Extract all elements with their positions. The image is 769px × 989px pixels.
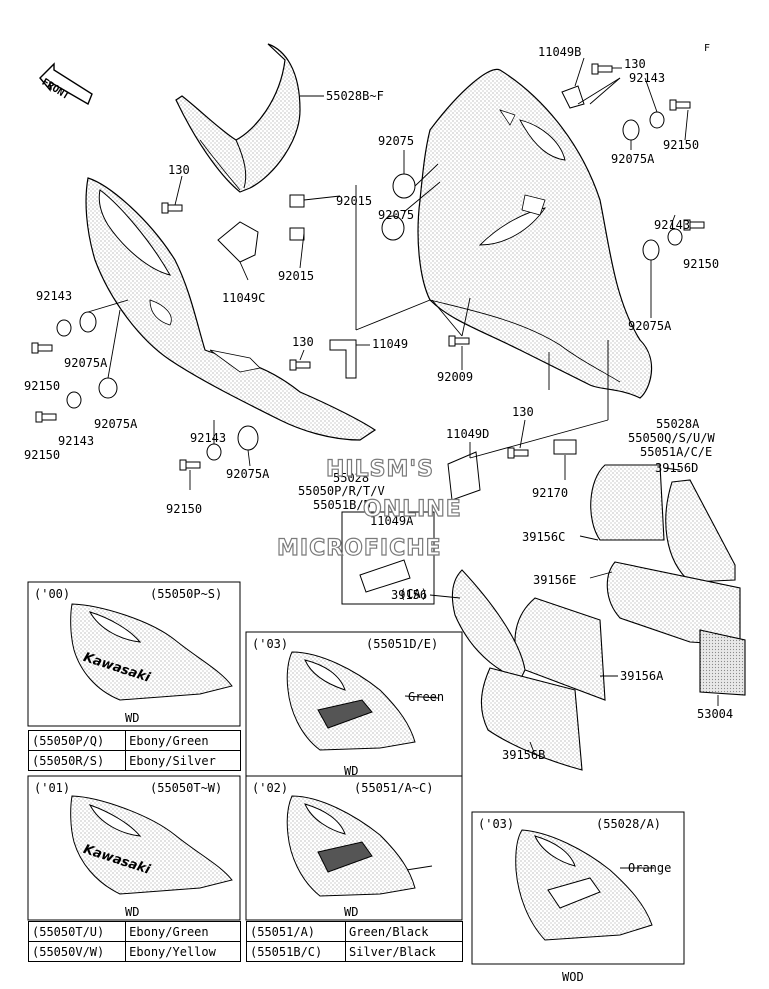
part-label-92150: 92150 — [683, 257, 720, 271]
insulator-pads — [451, 464, 746, 771]
hardware-parts — [31, 63, 705, 593]
variant-note: Orange — [628, 861, 672, 875]
color-name: Green/Black — [344, 921, 464, 942]
watermark-line-1: HILSM'S — [325, 456, 434, 482]
part-label-39156: 39156 — [391, 588, 428, 602]
part-label-11049d: 11049D — [446, 427, 490, 441]
variant-year: ('00) — [34, 587, 71, 601]
variant-thumbnails — [70, 603, 653, 941]
variant-year: ('03) — [478, 817, 515, 831]
variant-code: (55051/A~C) — [354, 781, 434, 795]
part-label-92075a: 92075A — [226, 467, 270, 481]
part-label-55028: 55028 — [333, 471, 370, 485]
color-code: (55050P/Q) — [27, 730, 127, 751]
part-label-53004: 53004 — [697, 707, 734, 721]
color-name: Ebony/Yellow — [125, 941, 241, 962]
table-row: (55050R/S)Ebony/Silver — [27, 750, 241, 771]
table-row: (55050P/Q)Ebony/Green — [27, 730, 241, 751]
color-code: (55050T/U) — [27, 921, 127, 942]
part-label-92075a: 92075A — [64, 356, 108, 370]
part-label-92170: 92170 — [532, 486, 569, 500]
variant-footer: WD — [125, 711, 140, 725]
ca-label: (CA) — [399, 587, 428, 601]
front-arrow-icon — [39, 62, 93, 106]
variant-year: ('02) — [252, 781, 289, 795]
part-label-130: 130 — [624, 57, 646, 71]
variant-frames — [27, 581, 685, 965]
color-table-00: (55050P/Q)Ebony/Green (55050R/S)Ebony/Si… — [27, 730, 241, 771]
variant-year: ('01) — [34, 781, 71, 795]
variant-code: (55051D/E) — [366, 637, 439, 651]
color-table-01: (55050T/U)Ebony/Green (55050V/W)Ebony/Ye… — [27, 921, 241, 962]
part-label-92075a: 92075A — [628, 319, 672, 333]
ca-inset-box — [341, 511, 435, 605]
part-label-92143: 92143 — [654, 218, 691, 232]
part-label-11049c: 11049C — [222, 291, 266, 305]
part-label-92143: 92143 — [36, 289, 73, 303]
variant-note: Green — [408, 690, 445, 704]
part-label-39156c: 39156C — [522, 530, 566, 544]
part-label-55051a-c-e: 55051A/C/E — [640, 445, 713, 459]
part-label-55050p-r-t-v: 55050P/R/T/V — [298, 484, 385, 498]
watermark-line-3: MICROFICHE — [276, 535, 442, 561]
part-label-92150: 92150 — [24, 448, 61, 462]
part-label-55028b-f: 55028B~F — [326, 89, 384, 103]
part-label-92075a: 92075A — [611, 152, 655, 166]
table-row: (55050V/W)Ebony/Yellow — [27, 941, 241, 962]
part-label-11049: 11049 — [372, 337, 409, 351]
part-label-11049a: 11049A — [370, 514, 414, 528]
right-inner-fairing-part — [417, 68, 653, 399]
part-label-92075a: 92075A — [94, 417, 138, 431]
color-code: (55050R/S) — [27, 750, 127, 771]
part-label-55051b-d: 55051B/D — [313, 498, 371, 512]
part-label-39156e: 39156E — [533, 573, 577, 587]
part-label-92009: 92009 — [437, 370, 474, 384]
part-label-130: 130 — [168, 163, 190, 177]
part-label-39156b: 39156B — [502, 748, 546, 762]
color-code: (55051B/C) — [246, 941, 346, 962]
color-name: Ebony/Green — [125, 921, 241, 942]
part-label-39156d: 39156D — [655, 461, 699, 475]
part-label-92150: 92150 — [663, 138, 700, 152]
variant-footer: WOD — [562, 970, 584, 984]
variant-footer: WD — [344, 905, 359, 919]
color-code: (55050V/W) — [27, 941, 127, 962]
table-row: (55051/A)Green/Black — [246, 921, 464, 942]
upper-cowl-part — [175, 43, 301, 193]
part-label-130: 130 — [292, 335, 314, 349]
left-fairing-part — [85, 177, 377, 441]
part-label-92150: 92150 — [166, 502, 203, 516]
color-name: Ebony/Green — [125, 730, 241, 751]
part-label-92150: 92150 — [24, 379, 61, 393]
part-label-92143: 92143 — [58, 434, 95, 448]
leader-lines — [87, 57, 719, 872]
part-label-92143: 92143 — [190, 431, 227, 445]
table-row: (55051B/C)Silver/Black — [246, 941, 464, 962]
watermark-line-2: ONLINE — [362, 496, 462, 522]
part-label-92015: 92015 — [278, 269, 315, 283]
part-label-92075: 92075 — [378, 134, 415, 148]
corner-code: F — [704, 43, 711, 54]
part-label-55028a: 55028A — [656, 417, 700, 431]
part-label-11049b: 11049B — [538, 45, 582, 59]
variant-code: (55050T~W) — [150, 781, 223, 795]
color-name: Ebony/Silver — [125, 750, 241, 771]
part-label-55050q-s-u-w: 55050Q/S/U/W — [628, 431, 715, 445]
part-label-92015: 92015 — [336, 194, 373, 208]
color-table-02: (55051/A)Green/Black (55051B/C)Silver/Bl… — [246, 921, 464, 962]
variant-code: (55050P~S) — [150, 587, 223, 601]
part-label-130: 130 — [512, 405, 534, 419]
color-code: (55051/A) — [246, 921, 346, 942]
variant-year: ('03) — [252, 637, 289, 651]
variant-footer: WD — [344, 764, 359, 778]
part-label-39156a: 39156A — [620, 669, 664, 683]
part-label-92143: 92143 — [629, 71, 666, 85]
color-name: Silver/Black — [344, 941, 464, 962]
table-row: (55050T/U)Ebony/Green — [27, 921, 241, 942]
variant-footer: WD — [125, 905, 140, 919]
part-label-92075: 92075 — [378, 208, 415, 222]
variant-code: (55028/A) — [596, 817, 662, 831]
